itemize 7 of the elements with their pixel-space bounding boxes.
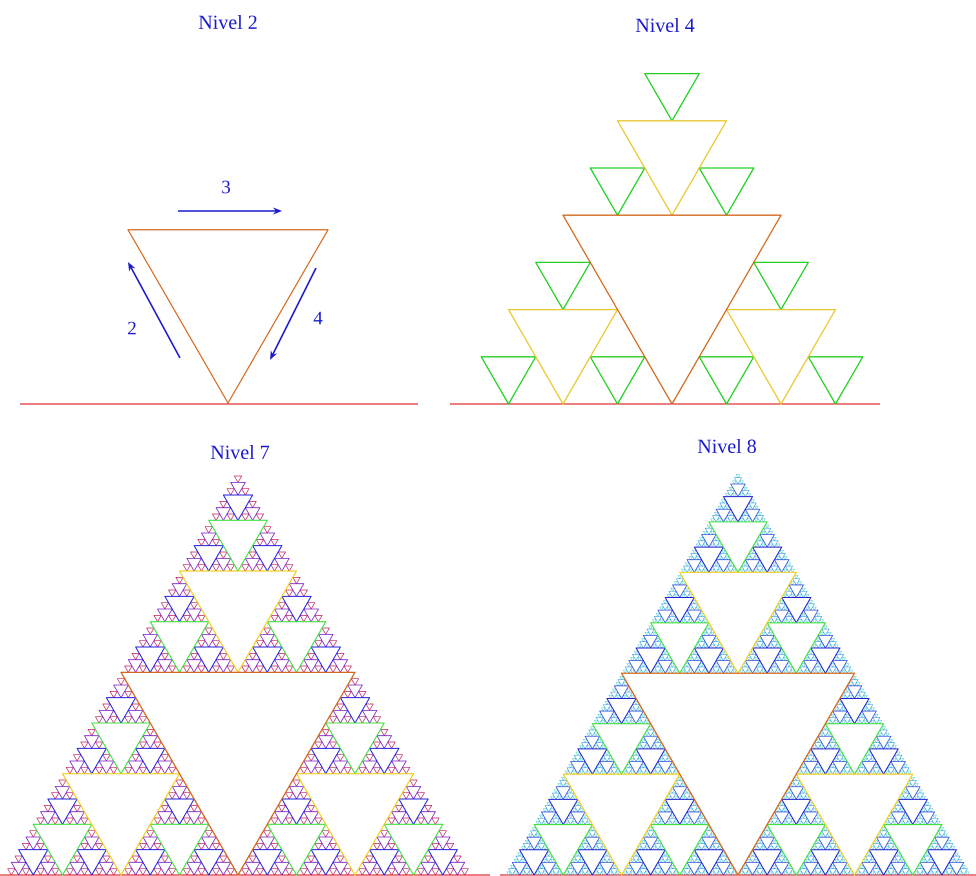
panel-title: Nivel 8 <box>698 438 756 454</box>
arrow-number: 2 <box>128 322 136 334</box>
panel-title: Nivel 7 <box>210 444 270 460</box>
panel-title: Nivel 4 <box>636 18 694 32</box>
arrow-number: 4 <box>314 312 322 324</box>
panel-title: Nivel 2 <box>198 14 257 30</box>
arrow-number: 3 <box>222 180 230 194</box>
